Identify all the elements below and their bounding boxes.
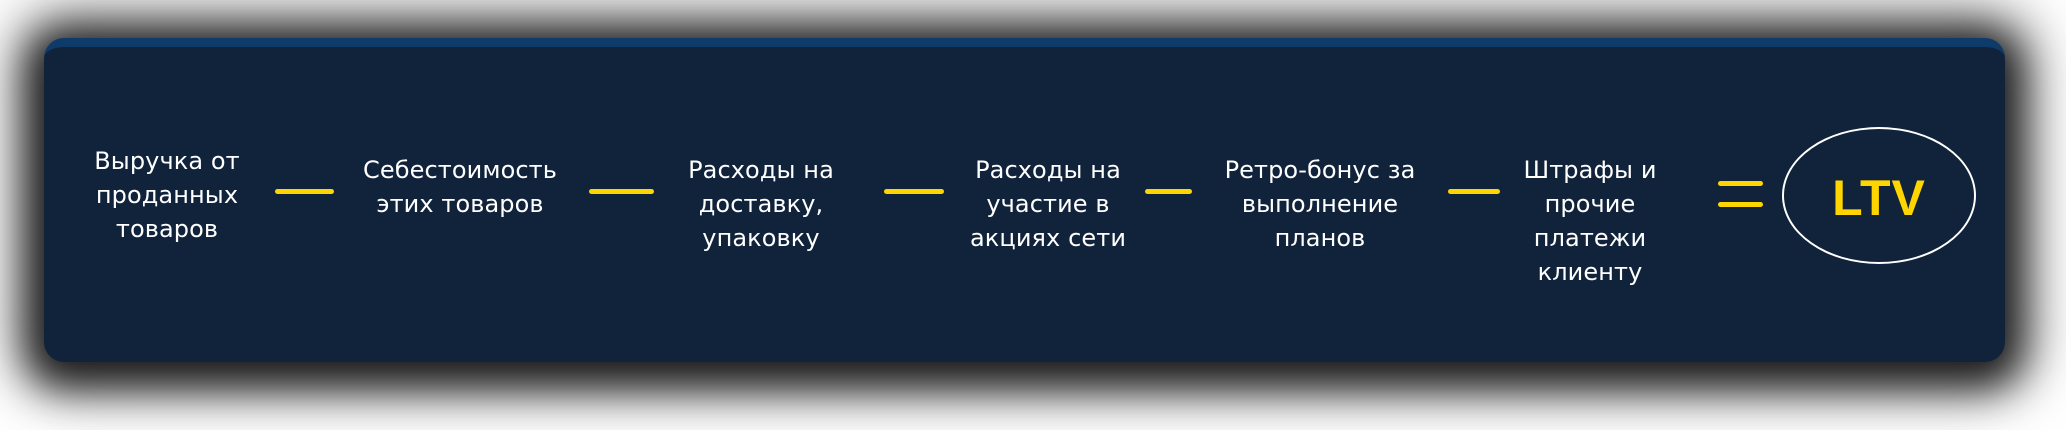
minus-operator-icon bbox=[589, 189, 654, 194]
term-revenue: Выручка от проданных товаров bbox=[94, 147, 240, 243]
formula-card bbox=[44, 38, 2005, 362]
term-retro-bonus: Ретро-бонус за выполнение планов bbox=[1224, 156, 1416, 252]
term-cost-of-goods: Себестоимость этих товаров bbox=[363, 156, 557, 218]
result-oval: LTV bbox=[1782, 127, 1976, 264]
term-delivery-packaging-costs: Расходы на доставку, упаковку bbox=[688, 156, 834, 252]
equals-operator-icon bbox=[1718, 181, 1763, 186]
term-promo-participation-costs: Расходы на участие в акциях сети bbox=[969, 156, 1127, 252]
minus-operator-icon bbox=[884, 189, 944, 194]
minus-operator-icon bbox=[1448, 189, 1500, 194]
term-penalties-payments: Штрафы и прочие платежи клиенту bbox=[1523, 156, 1657, 286]
equals-operator-icon bbox=[1718, 202, 1763, 207]
minus-operator-icon bbox=[1145, 189, 1192, 194]
result-label: LTV bbox=[1832, 169, 1926, 226]
minus-operator-icon bbox=[275, 189, 334, 194]
